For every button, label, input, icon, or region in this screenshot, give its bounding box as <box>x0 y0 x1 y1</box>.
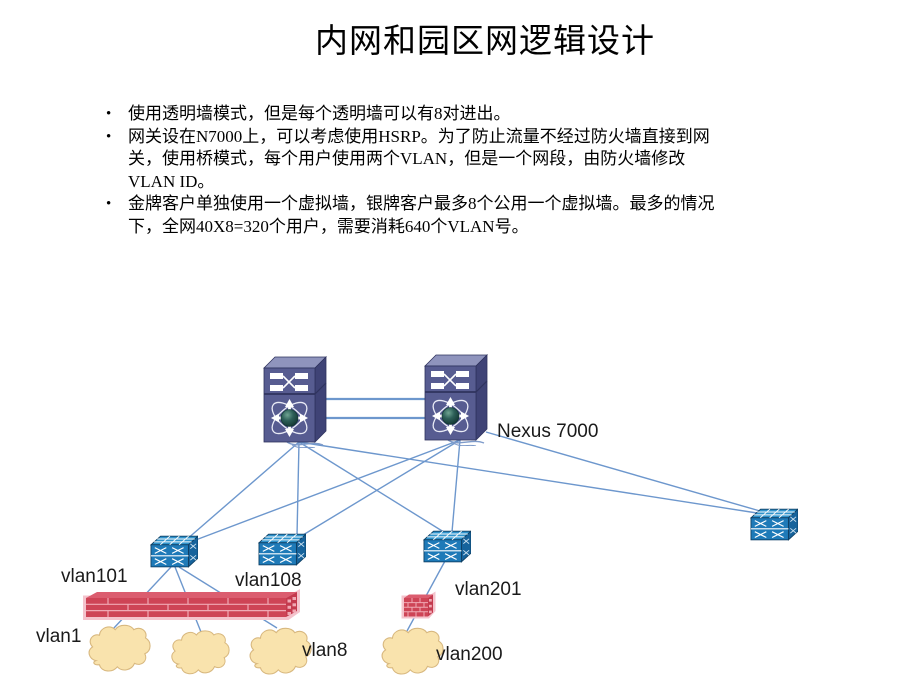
bullet-text: 网关设在N7000上，可以考虑使用HSRP。为了防止流量不经过防火墙直接到网关，… <box>128 126 710 191</box>
link-core2-vlan101 <box>192 439 461 542</box>
label-vlan200: vlan200 <box>436 644 503 665</box>
link-core1-vlan108 <box>296 441 300 537</box>
layer3-switch-icon-vlan201 <box>423 530 471 563</box>
bullet-list: 使用透明墙模式，但是每个透明墙可以有8对进出。 网关设在N7000上，可以考虑使… <box>102 103 715 238</box>
nexus7000-switch-icon-2 <box>424 354 488 446</box>
layer3-switch-icon-vlan101 <box>150 535 198 568</box>
label-vlan8: vlan8 <box>302 640 348 661</box>
label-vlan101: vlan101 <box>61 566 128 587</box>
slide-title: 内网和园区网逻辑设计 <box>315 24 655 60</box>
nexus7000-switch-icon-1 <box>263 356 327 448</box>
layer3-switch-icon-remote <box>750 508 798 541</box>
link-core2-remote <box>485 431 761 512</box>
link-core1-vlan101 <box>185 441 300 541</box>
link-core1-vlan201 <box>298 441 448 535</box>
label-nexus-7000: Nexus 7000 <box>497 421 599 442</box>
network-cloud-icon-middle <box>171 630 230 675</box>
network-cloud-icon-vlan200 <box>381 627 444 675</box>
link-core2-vlan201 <box>451 439 461 533</box>
link-core2-vlan108 <box>302 439 461 536</box>
layer3-switch-icon-vlan108 <box>258 533 306 566</box>
label-vlan201: vlan201 <box>455 579 522 600</box>
label-vlan108: vlan108 <box>235 570 302 591</box>
firewall-brick-wall-icon-small <box>401 591 436 619</box>
label-vlan1: vlan1 <box>36 626 82 647</box>
bullet-item: 网关设在N7000上，可以考虑使用HSRP。为了防止流量不经过防火墙直接到网关，… <box>102 126 715 194</box>
bullet-text: 使用透明墙模式，但是每个透明墙可以有8对进出。 <box>128 104 511 123</box>
firewall-brick-wall-icon-main <box>83 589 300 620</box>
bullet-text: 金牌客户单独使用一个虚拟墙，银牌客户最多8个公用一个虚拟墙。最多的情况下，全网4… <box>128 194 715 236</box>
network-cloud-icon-vlan1 <box>88 624 151 672</box>
bullet-item: 使用透明墙模式，但是每个透明墙可以有8对进出。 <box>102 103 715 126</box>
link-core1-remote <box>298 441 758 514</box>
bullet-item: 金牌客户单独使用一个虚拟墙，银牌客户最多8个公用一个虚拟墙。最多的情况下，全网4… <box>102 193 715 238</box>
